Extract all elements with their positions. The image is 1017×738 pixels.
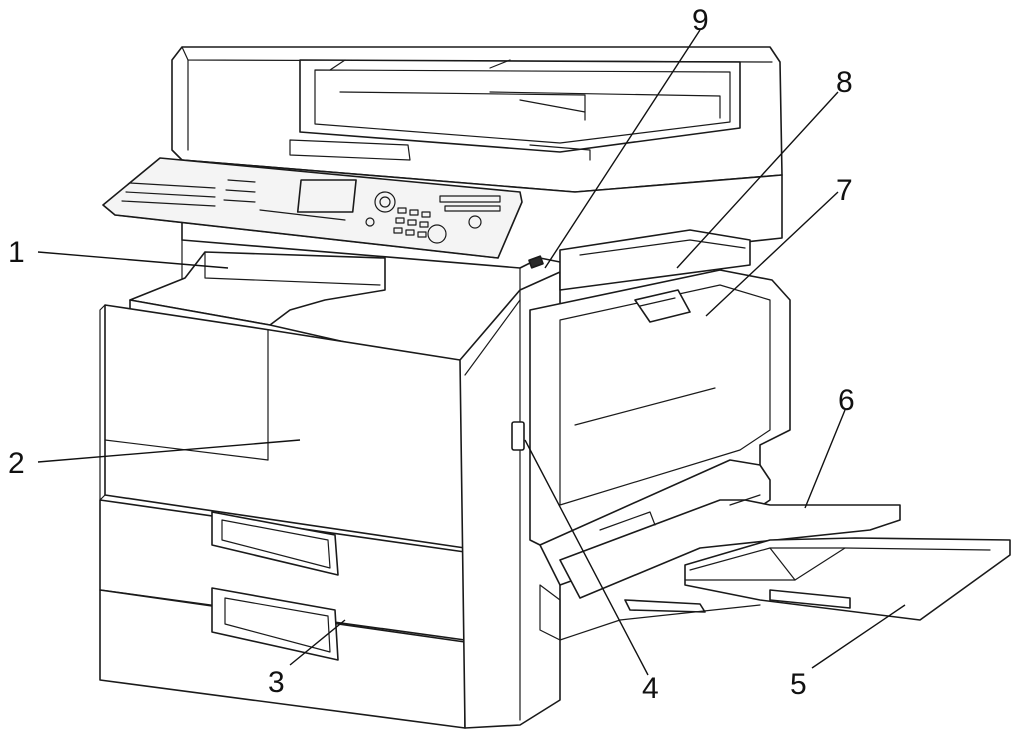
paper-drawer-2 (99, 587, 466, 729)
control-panel (102, 157, 523, 259)
callout-labels: 1 2 3 4 5 6 7 8 9 (8, 4, 855, 705)
callout-6: 6 (838, 384, 855, 417)
leader-lines (37, 29, 906, 676)
callout-4: 4 (642, 672, 659, 705)
callout-7: 7 (836, 174, 853, 207)
callout-2: 2 (8, 447, 25, 480)
callout-9: 9 (692, 4, 709, 37)
callout-5: 5 (790, 668, 807, 701)
callout-3: 3 (268, 666, 285, 699)
bypass-tray (539, 459, 901, 599)
callout-1: 1 (8, 236, 25, 269)
callout-8: 8 (836, 66, 853, 99)
bypass-tray-extension (539, 537, 1011, 641)
document-feeder (171, 46, 783, 193)
paper-drawer-1 (99, 499, 466, 641)
